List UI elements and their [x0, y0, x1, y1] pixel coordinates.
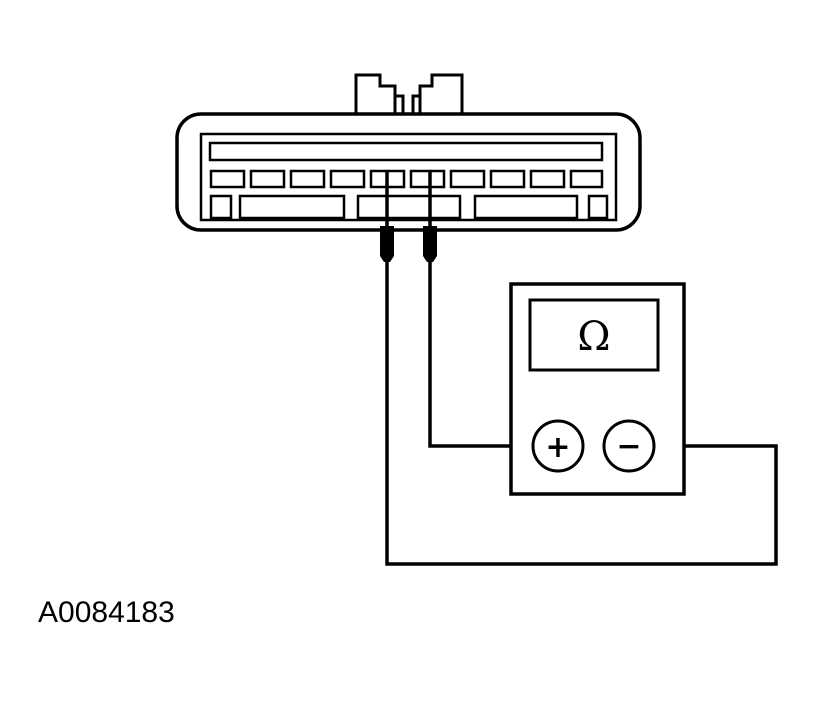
pin-cavity: [409, 169, 446, 189]
connector-inner-face: [199, 132, 618, 222]
multimeter-display: [528, 298, 660, 372]
pin-cavity: [249, 169, 286, 189]
connector-bottom-slots: [209, 194, 609, 220]
pin-cavity: [209, 169, 246, 189]
negative-terminal: [602, 419, 656, 473]
connector-pin-row: [209, 169, 604, 189]
negative-terminal-label: −: [616, 429, 641, 464]
pin-cavity: [329, 169, 366, 189]
bottom-slot: [473, 194, 579, 220]
multimeter-ohm-symbol: Ω: [577, 314, 610, 360]
bottom-slot: [587, 194, 609, 220]
positive-terminal: [531, 419, 585, 473]
probe-tip-a: [380, 226, 394, 262]
figure-id-label: A0084183: [38, 596, 175, 629]
connector-locking-tab: [354, 73, 464, 114]
probe-tip-b: [423, 226, 437, 262]
connector-top-slot: [208, 141, 604, 162]
pin-cavity: [289, 169, 326, 189]
lead-wire-a: [385, 170, 778, 566]
pin-cavity: [569, 169, 604, 189]
positive-terminal-label: +: [545, 430, 570, 465]
pin-cavity: [449, 169, 486, 189]
pin-cavity: [489, 169, 526, 189]
bottom-slot: [356, 194, 462, 220]
bottom-slot: [209, 194, 233, 220]
pin-cavity: [529, 169, 566, 189]
bottom-slot: [238, 194, 346, 220]
